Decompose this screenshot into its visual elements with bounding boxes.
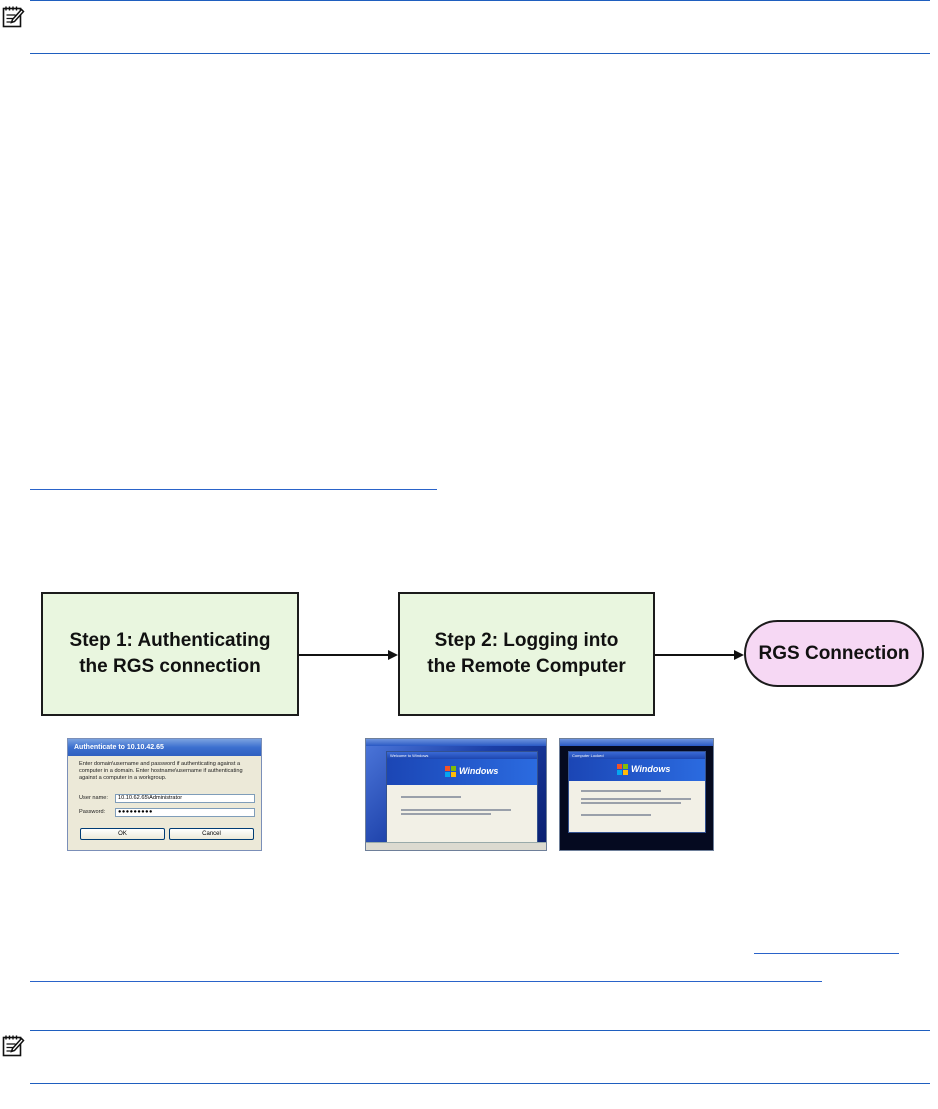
link-underline[interactable] [30,489,437,490]
windows-brand-word: Windows [631,764,670,774]
welcome-dialog: Welcome to Windows Windows [386,751,538,845]
screenshot-titlebar [366,739,546,746]
note-top-rule [30,0,930,1]
arrow-1 [299,654,389,656]
windows-logo-icon [617,764,629,776]
ok-button: OK [80,828,165,840]
note-icon [2,1034,26,1058]
screenshot-titlebar [560,739,713,746]
auth-dialog-message: Enter domain\username and password if au… [79,761,257,783]
windows-locked-screenshot: Computer Locked Windows [559,738,714,851]
note-icon [2,5,26,29]
locked-dialog-title: Computer Locked [569,752,705,759]
step1-box: Step 1: Authenticating the RGS connectio… [41,592,299,716]
password-label: Password: [79,809,105,815]
note-top-rule [30,1030,930,1031]
step1-line1: Step 1: Authenticating [70,628,271,654]
step2-box: Step 2: Logging into the Remote Computer [398,592,655,716]
locked-dialog: Computer Locked Windows [568,751,706,833]
link-underline[interactable] [754,953,899,954]
note-bottom-rule [30,1083,930,1084]
cancel-button: Cancel [169,828,254,840]
welcome-dialog-title: Welcome to Windows [387,752,537,759]
rgs-connection-pill: RGS Connection [744,620,924,687]
arrow-2 [655,654,735,656]
rgs-connection-label: RGS Connection [759,643,910,665]
arrow-2-head [734,650,744,660]
link-underline[interactable] [30,981,822,982]
step2-line2: the Remote Computer [427,654,625,680]
password-field: ●●●●●●●●● [115,808,255,817]
windows-welcome-screenshot: Welcome to Windows Windows [365,738,547,851]
windows-brand-word: Windows [459,766,498,776]
note-bottom-rule [30,53,930,54]
username-field: 10.10.62.65\Administrator [115,794,255,803]
auth-dialog-screenshot: Authenticate to 10.10.42.65 Enter domain… [67,738,262,851]
windows-logo-icon [445,766,457,778]
step1-line2: the RGS connection [70,654,271,680]
arrow-1-head [388,650,398,660]
username-label: User name: [79,795,108,801]
step2-line1: Step 2: Logging into [427,628,625,654]
auth-dialog-title: Authenticate to 10.10.42.65 [68,739,261,756]
